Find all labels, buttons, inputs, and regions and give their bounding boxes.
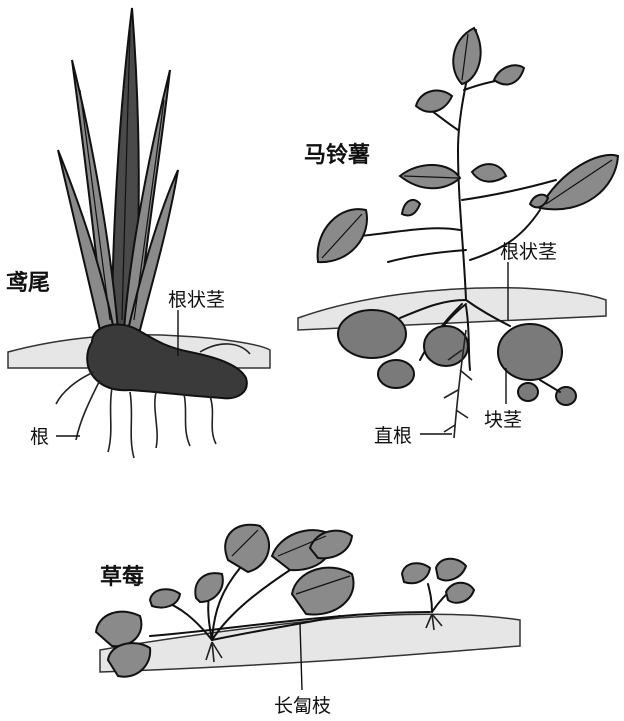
strawberry-leaf-1 <box>225 525 269 572</box>
potato-leaf-mid-right <box>472 164 506 181</box>
strawberry-leaf-6 <box>150 589 180 607</box>
potato-taproot-label: 直根 <box>374 425 412 447</box>
potato-tuber-6 <box>556 387 576 405</box>
iris-rhizome-label: 根状茎 <box>168 289 225 311</box>
potato-rhizome-label: 根状茎 <box>500 241 557 263</box>
strawberry-daughter-leaf-2 <box>436 559 466 581</box>
strawberry-title: 草莓 <box>100 564 144 590</box>
strawberry-daughter-leaf-1 <box>402 563 430 583</box>
potato-tuber-4 <box>498 324 562 380</box>
strawberry-leaf-7 <box>96 612 141 647</box>
potato-tuber-5 <box>518 383 538 401</box>
iris-title: 鸢尾 <box>6 270 50 296</box>
iris-root-label: 根 <box>30 426 49 448</box>
strawberry-ground <box>100 614 520 672</box>
potato-tuber-label: 块茎 <box>484 409 522 431</box>
potato-leaf-small-1 <box>402 200 420 216</box>
potato-tuber-1 <box>338 310 406 358</box>
potato-title: 马铃薯 <box>304 142 370 168</box>
potato-leaf-top <box>453 28 480 84</box>
potato-leaf-upper-left <box>416 91 452 112</box>
strawberry-illustration <box>96 525 520 690</box>
strawberry-stolon-label: 长匐枝 <box>274 695 331 717</box>
potato-illustration <box>298 28 618 438</box>
potato-leaf-upper-right <box>494 65 524 84</box>
potato-tuber-3 <box>378 360 414 388</box>
strawberry-leaf-8 <box>108 643 150 677</box>
iris-illustration <box>8 8 270 458</box>
strawberry-leaf-5 <box>195 573 222 602</box>
strawberry-daughter-leaf-3 <box>446 583 474 603</box>
strawberry-leaf-3 <box>292 568 354 615</box>
